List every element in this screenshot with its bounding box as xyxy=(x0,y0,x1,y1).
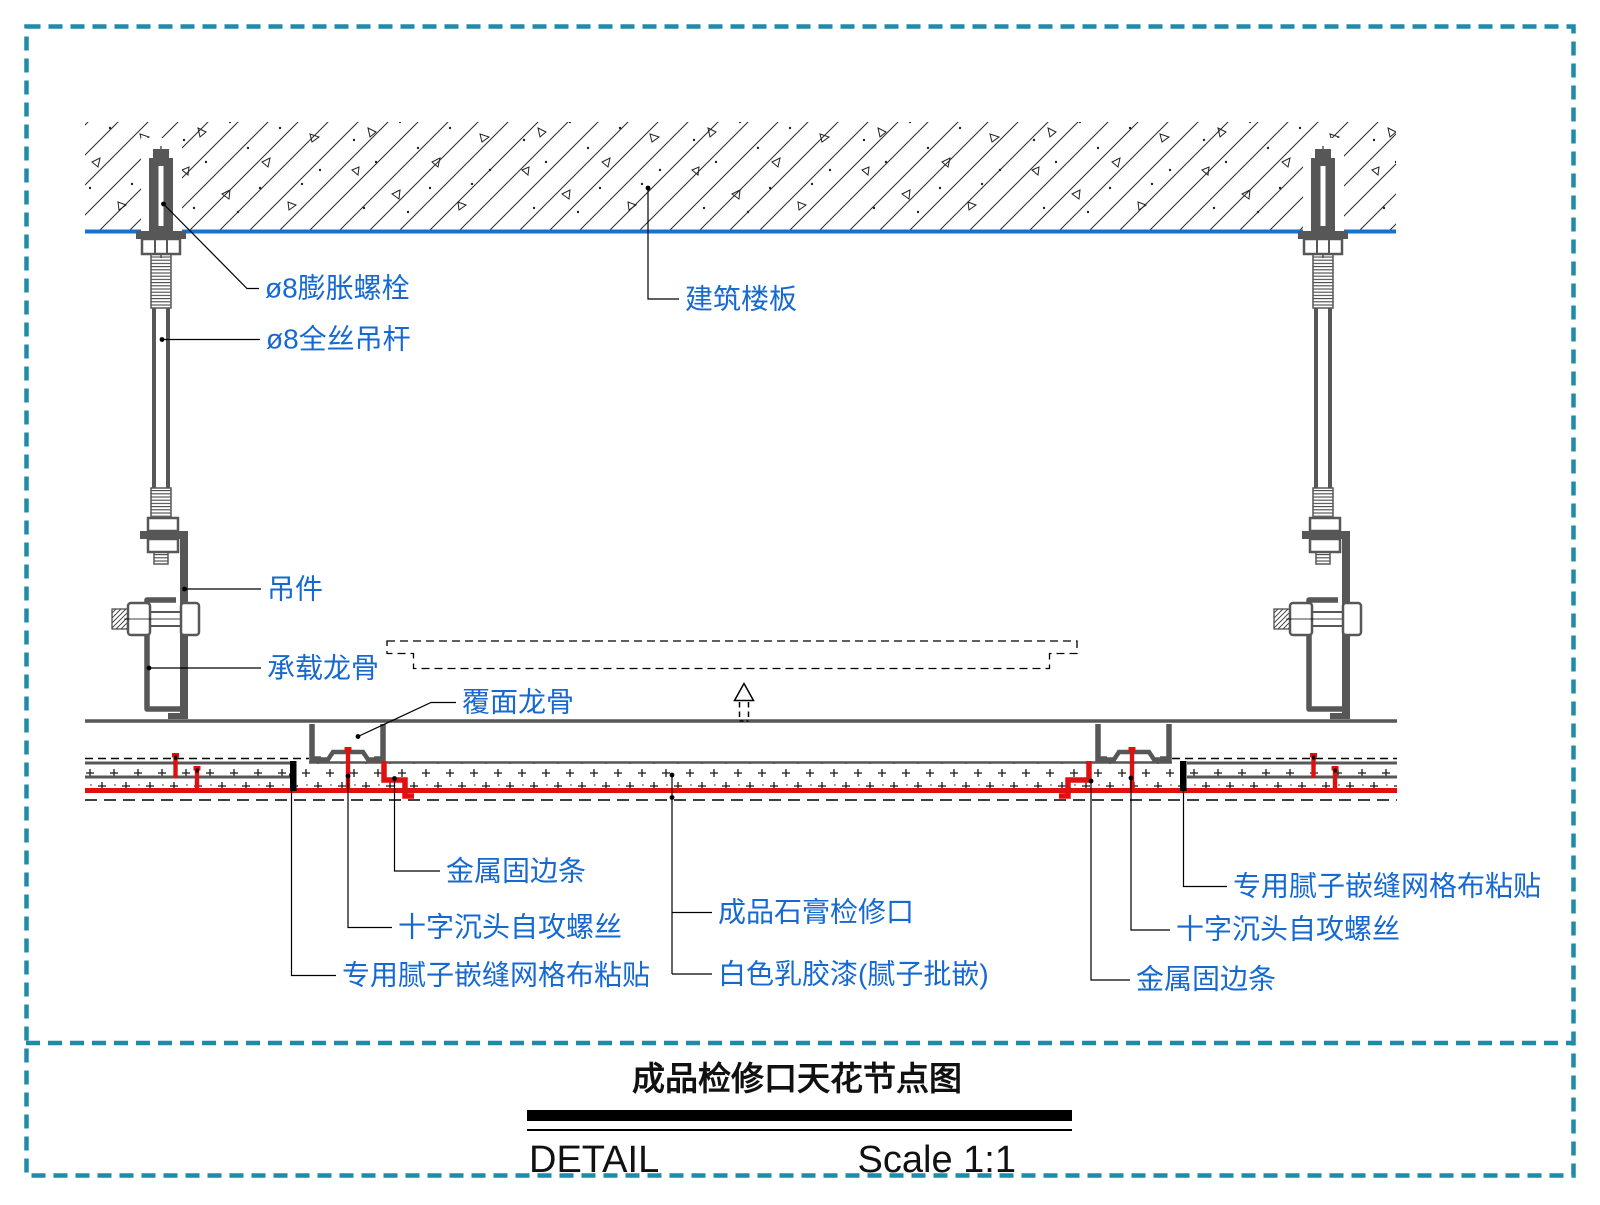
label-mesh-tape-right: 专用腻子嵌缝网格布粘贴 xyxy=(1233,870,1541,901)
label-white-paint: 白色乳胶漆(腻子批嵌) xyxy=(718,958,989,989)
label-hanger-rod: ø8全丝吊杆 xyxy=(266,323,411,354)
drawing-title: 成品检修口天花节点图 xyxy=(632,1060,962,1097)
metal-edge-strip-right xyxy=(1059,761,1092,799)
page-border xyxy=(24,24,1576,1178)
self-tapping-screws xyxy=(172,747,1339,792)
label-metal-edge-strip-left: 金属固边条 xyxy=(446,855,586,886)
label-screw-right: 十字沉头自攻螺丝 xyxy=(1176,913,1400,944)
label-metal-edge-strip-right: 金属固边条 xyxy=(1136,963,1276,994)
concrete-slab xyxy=(85,122,1396,234)
label-mesh-tape-left: 专用腻子嵌缝网格布粘贴 xyxy=(342,959,650,990)
ceiling-boards xyxy=(85,757,1397,801)
metal-edge-strip-left xyxy=(381,761,414,799)
open-direction-arrow-icon xyxy=(733,681,755,722)
leader-lines xyxy=(149,188,1227,981)
title-block: 成品检修口天花节点图 DETAIL Scale 1:1 xyxy=(26,1040,1574,1181)
label-hanger: 吊件 xyxy=(267,573,323,604)
label-carrier-keel: 承载龙骨 xyxy=(267,652,379,683)
title-underline-bar xyxy=(527,1110,1072,1121)
label-access-panel: 成品石膏检修口 xyxy=(718,896,914,927)
label-screw-left: 十字沉头自攻螺丝 xyxy=(398,911,622,942)
label-furring-keel: 覆面龙骨 xyxy=(462,686,574,717)
panel-open-outline xyxy=(386,640,1078,670)
label-floor-slab: 建筑楼板 xyxy=(685,283,797,314)
label-expansion-bolt: ø8膨胀螺栓 xyxy=(265,272,410,303)
gypsum-core xyxy=(85,763,1397,789)
leader-dots xyxy=(146,185,1186,800)
slab-aggregate-symbols xyxy=(85,122,1396,231)
